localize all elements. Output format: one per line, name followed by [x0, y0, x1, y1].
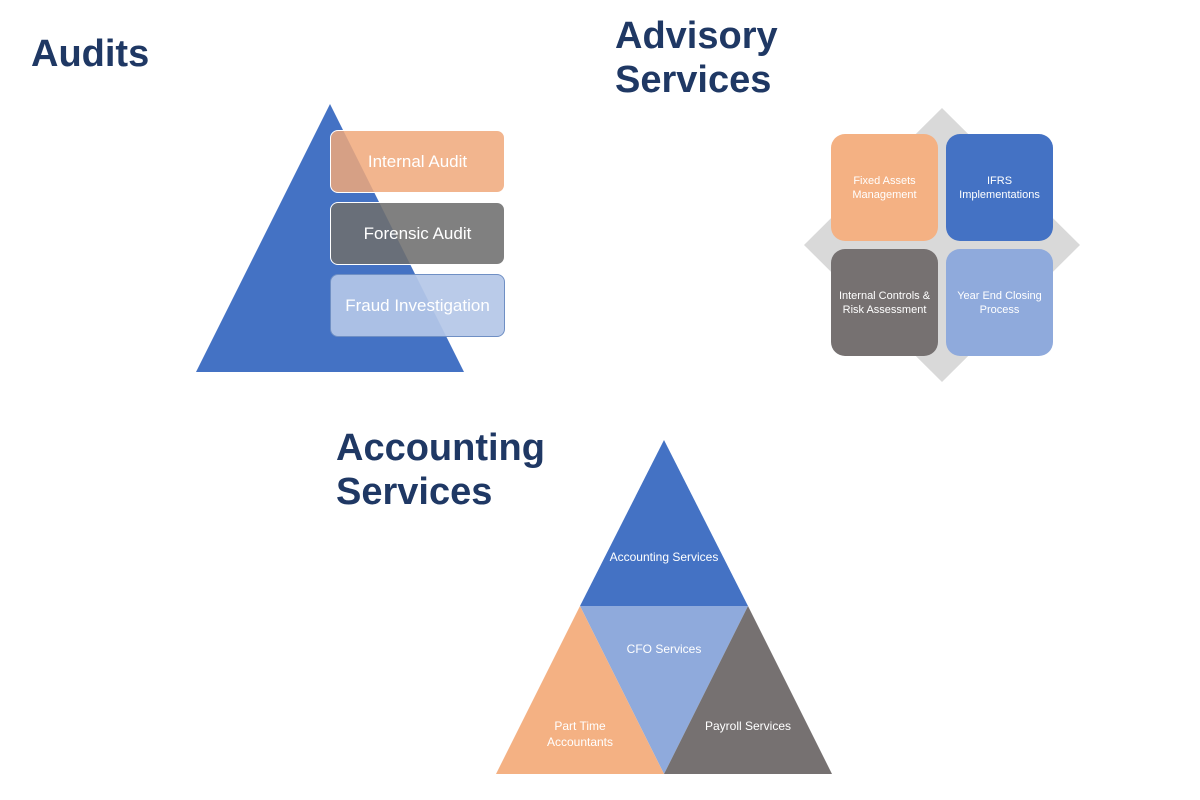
advisory-title-line1: Advisory	[615, 15, 778, 57]
internal-audit-box: Internal Audit	[330, 130, 505, 193]
internal-audit-label: Internal Audit	[367, 151, 468, 171]
audits-title: Audits	[31, 32, 149, 76]
payroll-services-label: Payroll Services	[704, 719, 792, 733]
fraud-investigation-box: Fraud Investigation	[330, 274, 505, 337]
audits-title-text: Audits	[31, 33, 150, 75]
cfo-services-label: CFO Services	[626, 642, 702, 656]
fraud-investigation-label: Fraud Investigation	[345, 295, 490, 315]
accounting-title: Accounting Services	[336, 426, 545, 514]
internal-controls-label: Internal Controls & Risk Assessment	[838, 289, 931, 316]
accounting-title-line1: Accounting	[336, 427, 545, 469]
fixed-assets-box: Fixed Assets Management	[831, 134, 938, 241]
accounting-services-label: Accounting Services	[609, 550, 719, 564]
year-end-closing-box: Year End Closing Process	[946, 249, 1053, 356]
advisory-title-line2: Services	[615, 59, 772, 101]
accounting-middle-triangle	[580, 606, 748, 774]
forensic-audit-box: Forensic Audit	[330, 202, 505, 265]
accounting-left-triangle	[496, 606, 664, 774]
accounting-right-triangle	[664, 606, 832, 774]
year-end-closing-label: Year End Closing Process	[957, 289, 1042, 316]
ifrs-box: IFRS Implementations	[946, 134, 1053, 241]
advisory-title: Advisory Services	[615, 14, 778, 102]
accounting-top-triangle	[580, 440, 748, 606]
forensic-audit-label: Forensic Audit	[363, 223, 472, 243]
fixed-assets-label: Fixed Assets Management	[852, 174, 917, 201]
part-time-accountants-label: Part Time Accountants	[546, 719, 614, 749]
ifrs-label: IFRS Implementations	[959, 174, 1040, 201]
accounting-title-line2: Services	[336, 471, 493, 513]
internal-controls-box: Internal Controls & Risk Assessment	[831, 249, 938, 356]
